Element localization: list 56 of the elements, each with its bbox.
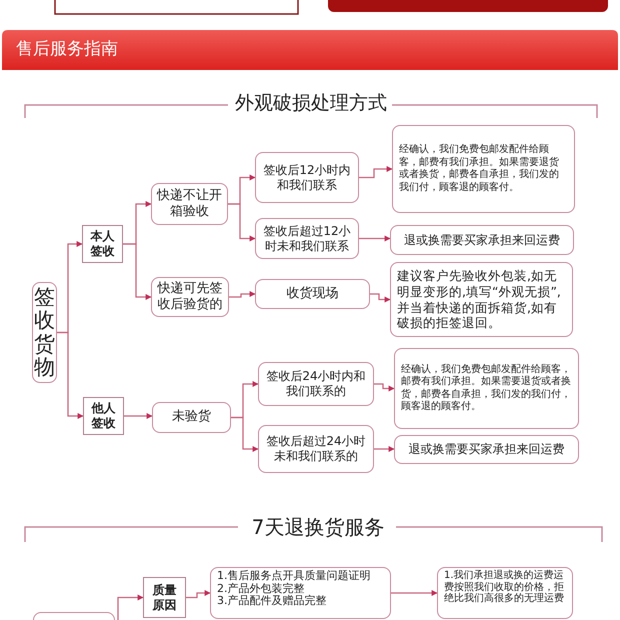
result-box: [392, 125, 575, 213]
result-box: [390, 262, 573, 337]
arrow: [123, 243, 152, 300]
box-text: 签收后12小时内和我们联系: [262, 162, 352, 192]
arrow: [231, 416, 259, 452]
box-text: 签收后24小时内和我们联系的: [265, 369, 367, 399]
process-box: [152, 402, 231, 433]
box-text: 收货现场: [286, 286, 338, 302]
category-box: [83, 397, 124, 435]
arrow: [374, 383, 395, 392]
arrow: [117, 594, 144, 620]
box-text: 2.产品外包装完整: [217, 582, 304, 595]
arrow: [186, 590, 211, 598]
result-box: [437, 567, 573, 619]
process-box: [255, 152, 359, 203]
box-text: 他人签收: [90, 401, 116, 431]
process-box: [255, 279, 370, 309]
box-text: 退或换需要买家承担来回运费: [404, 232, 560, 248]
category-box: [143, 577, 186, 618]
process-box: [258, 362, 374, 406]
arrow: [370, 293, 391, 302]
result-box: [390, 225, 574, 255]
category-box: [82, 225, 123, 263]
process-box: [151, 277, 229, 317]
box-text: 签收后超过24小时未和我们联系的: [265, 434, 367, 464]
box-text: 退或换需要买家承担来回运费: [408, 442, 564, 457]
box-text: 未验货: [172, 409, 211, 426]
process-box: [32, 282, 57, 383]
box-text: 经确认，我们免费包邮发配件给顾客，邮费有我们承担。如果需要退货或者换货，邮费各自承担，我们发的我们付，顾客退的顾客付。: [401, 364, 572, 414]
arrow: [391, 590, 438, 596]
arrow: [359, 166, 393, 178]
arrow: [57, 332, 84, 419]
box-text: 本人签收: [89, 229, 116, 259]
arrow: [359, 236, 391, 242]
arrow: [374, 446, 395, 452]
box-text: 1.我们承担退或换的运费运费按照我们收取的价格，拒绝比我们高很多的无理运费: [444, 570, 565, 604]
box-text: 快递可先签收后验货的: [156, 280, 224, 314]
box-text: 3.产品配件及赠品完整: [217, 595, 326, 608]
box-text: 1.售后服务点开具质量问题证明: [217, 570, 370, 582]
box-text: 经确认，我们免费包邮发配件给顾客，邮费有我们承担。如果需要退货或者换货，邮费各自承担，我们发的我们付，顾客退的顾客付。: [399, 144, 560, 194]
process-box: [255, 218, 359, 259]
result-box: [394, 435, 579, 464]
arrow: [124, 413, 153, 419]
arrow: [229, 291, 256, 298]
box-text: 快递不让开箱验收: [156, 188, 223, 220]
result-box: [394, 348, 579, 429]
box-text: 建议客户先验收外包装,如无明显变形的,填写“外观无损”,并当着快递的面拆箱货,如有破损的拒签退回。: [397, 268, 562, 331]
box-text: 签收后超过12小时未和我们联系: [262, 224, 352, 254]
process-box: [258, 425, 374, 473]
box-text: 质量原因: [152, 582, 178, 612]
box-text: 签收货物: [34, 286, 55, 379]
header-title: 售后服务指南: [16, 38, 118, 62]
diagram-title: 外观破损处理方式: [234, 91, 388, 116]
arrow: [228, 203, 256, 242]
section-heading: 7天退换货服务: [250, 514, 386, 540]
requirement-box: [210, 567, 391, 619]
